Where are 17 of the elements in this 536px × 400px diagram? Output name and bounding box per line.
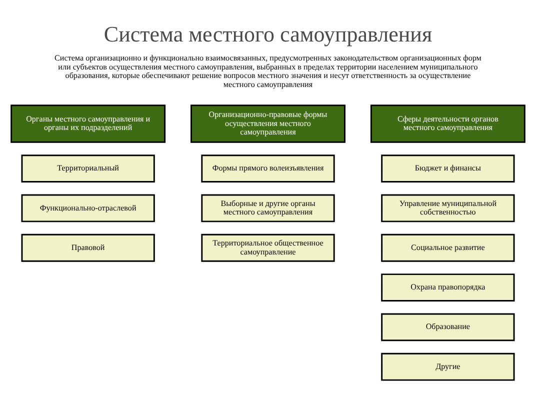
node-box: Управление муниципальной собственностью	[381, 194, 515, 222]
node-box: Социальное развитие	[381, 233, 515, 262]
node-box: Территориальный	[21, 154, 155, 182]
node-box: Правовой	[21, 233, 155, 262]
label: Система организационно и функционально взаимосвязанных, предусмотренных законодательством организационных форм или субъектов осуществления местного самоуправления, выбранных в пределах территории населением муниципального образования, которые обеспечивают решение вопросов местного значения и несут ответственность за осуществление местного самоуправления	[54, 52, 482, 88]
node-box: Бюджет и финансы	[381, 154, 515, 182]
node-box: Охрана правопорядка	[381, 273, 515, 301]
node-box: Другие	[381, 352, 515, 380]
diagram-title: Система местного самоуправления	[104, 21, 432, 46]
node-box: Территориальное общественное самоуправление	[201, 233, 335, 262]
node-box: Сферы деятельности органов местного самоуправления	[370, 104, 526, 142]
node-box: Органы местного самоуправления и органы их подразделений	[10, 104, 166, 142]
node-box: Образование	[381, 312, 515, 341]
node-box: Функционально-отраслевой	[21, 194, 155, 222]
node-box: Организационно-правовые формы осуществления местного самоуправления	[190, 104, 346, 142]
node-box: Формы прямого волеизъявления	[201, 154, 335, 182]
node-box: Выборные и другие органы местного самоуправления	[201, 194, 335, 222]
